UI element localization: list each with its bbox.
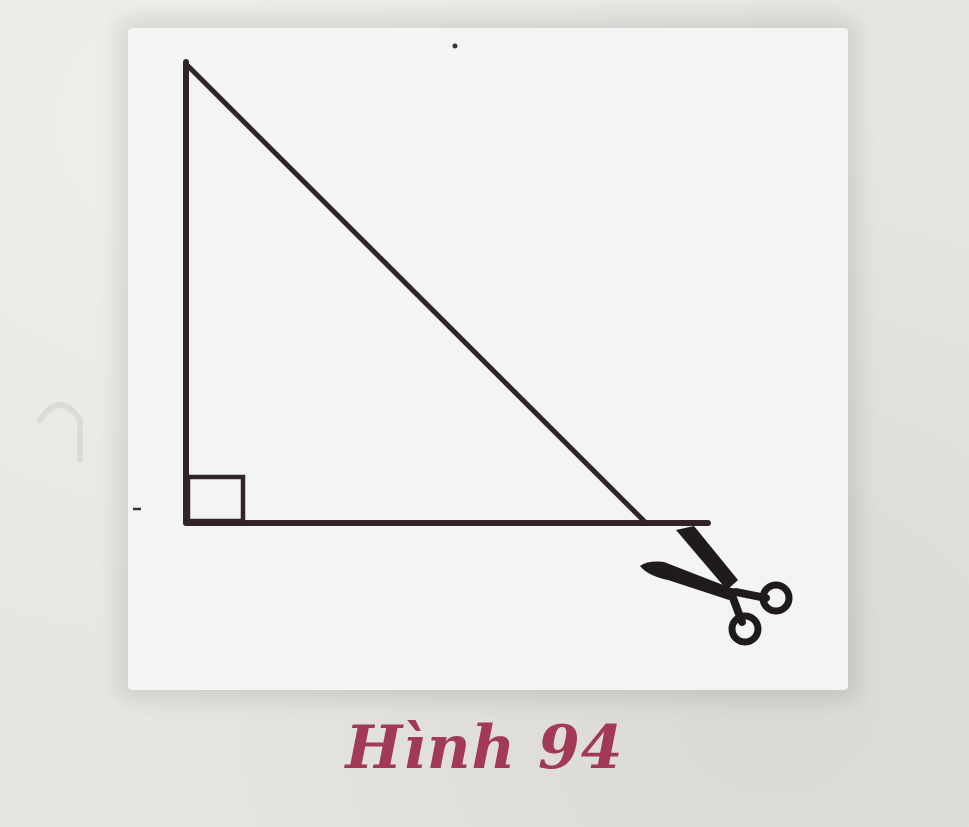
figure-caption: Hình 94 bbox=[345, 713, 624, 783]
print-speck bbox=[452, 43, 458, 49]
right-angle-marker bbox=[185, 474, 246, 524]
triangle-hypotenuse bbox=[183, 61, 649, 526]
scissors-icon bbox=[640, 526, 793, 646]
